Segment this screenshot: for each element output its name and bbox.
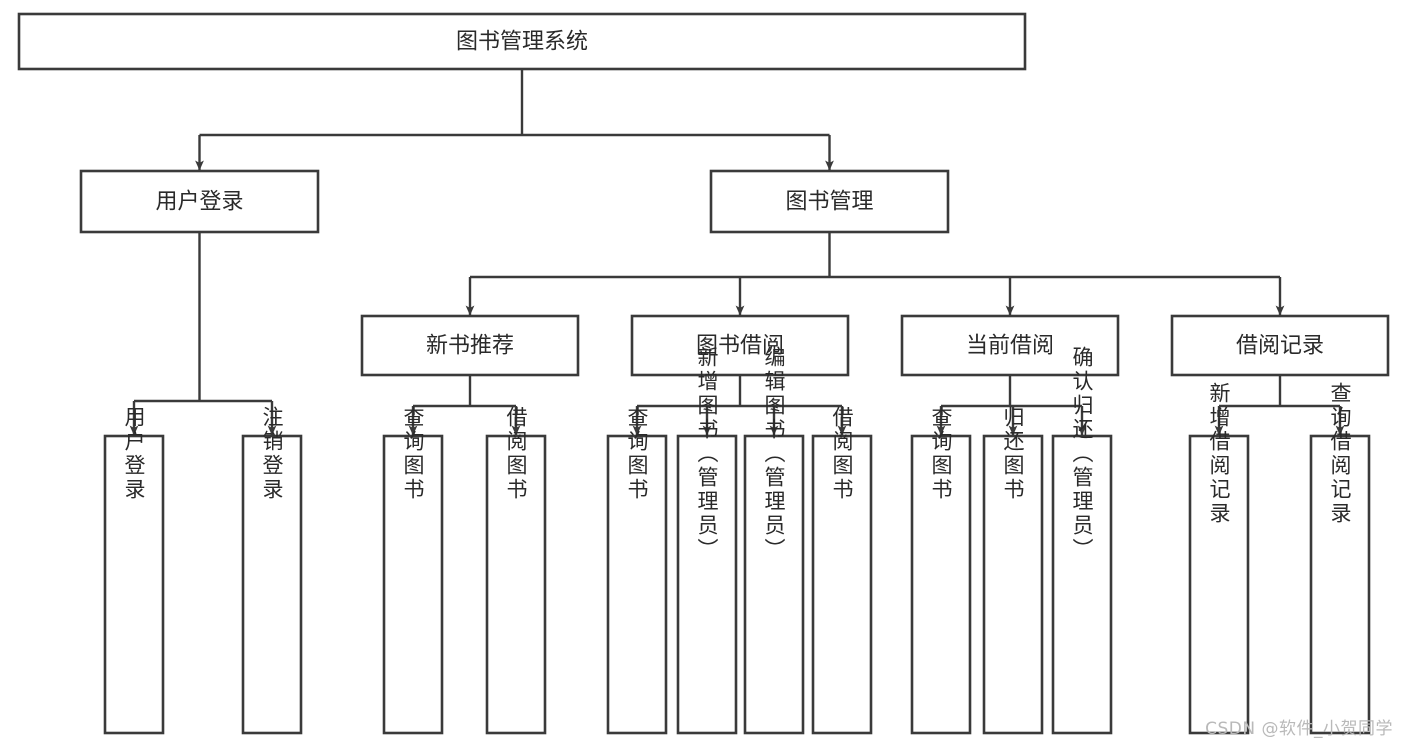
level3-node-label: 新书推荐 xyxy=(426,334,514,359)
level2-node-label: 图书管理 xyxy=(785,190,873,215)
leaf-node-box[interactable] xyxy=(1051,434,1113,735)
root-node-box[interactable] xyxy=(17,12,1027,71)
leaf-node-label: 借阅图书 xyxy=(504,406,528,502)
level3-node-box[interactable] xyxy=(1170,314,1390,377)
level3-node-1[interactable]: 新书推荐 xyxy=(360,314,580,377)
leaf-node-box[interactable] xyxy=(811,434,873,735)
leaf-node-label: 查询图书 xyxy=(929,406,953,502)
level3-node-box[interactable] xyxy=(630,314,850,377)
leaf-node-3[interactable]: 查询图书 xyxy=(382,406,444,735)
leaf-node-box[interactable] xyxy=(1309,434,1371,735)
leaf-node-box[interactable] xyxy=(676,434,738,735)
leaf-node-10[interactable]: 归还图书 xyxy=(982,406,1044,735)
leaf-node-box[interactable] xyxy=(485,434,547,735)
leaf-node-box[interactable] xyxy=(910,434,972,735)
level3-node-label: 当前借阅 xyxy=(966,334,1054,359)
level2-node-1[interactable]: 用户登录 xyxy=(79,169,320,234)
leaf-node-label: 注销登录 xyxy=(260,406,284,502)
level3-node-box[interactable] xyxy=(360,314,580,377)
leaf-node-label: 查询图书 xyxy=(401,406,425,502)
leaf-node-13[interactable]: 查询借阅记录 xyxy=(1309,382,1371,735)
leaf-node-11[interactable]: 确认归还（管理员） xyxy=(1051,346,1113,735)
leaf-node-label: 新增借阅记录 xyxy=(1207,382,1231,526)
level3-node-box[interactable] xyxy=(900,314,1120,377)
leaf-node-label: 查询图书 xyxy=(625,406,649,502)
leaf-node-box[interactable] xyxy=(606,434,668,735)
leaf-node-7[interactable]: 编辑图书（管理员） xyxy=(743,346,805,735)
leaf-node-5[interactable]: 查询图书 xyxy=(606,406,668,735)
leaf-node-label: 借阅图书 xyxy=(830,406,854,502)
node-boxes: 图书管理系统用户登录图书管理新书推荐图书借阅当前借阅借阅记录用户登录注销登录查询… xyxy=(17,12,1390,735)
leaf-node-box[interactable] xyxy=(241,434,303,735)
leaf-node-label: 用户登录 xyxy=(122,406,146,502)
leaf-node-6[interactable]: 新增图书（管理员） xyxy=(676,346,738,735)
level2-node-box[interactable] xyxy=(709,169,950,234)
leaf-node-label: 编辑图书（管理员） xyxy=(762,346,786,562)
root-node-1[interactable]: 图书管理系统 xyxy=(17,12,1027,71)
level2-node-2[interactable]: 图书管理 xyxy=(709,169,950,234)
leaf-node-box[interactable] xyxy=(103,434,165,735)
level3-node-2[interactable]: 图书借阅 xyxy=(630,314,850,377)
leaf-node-box[interactable] xyxy=(1188,434,1250,735)
leaf-node-8[interactable]: 借阅图书 xyxy=(811,406,873,735)
level3-node-4[interactable]: 借阅记录 xyxy=(1170,314,1390,377)
leaf-node-label: 查询借阅记录 xyxy=(1328,382,1352,526)
leaf-node-label: 确认归还（管理员） xyxy=(1070,346,1094,562)
root-node-label: 图书管理系统 xyxy=(456,30,588,55)
level2-node-label: 用户登录 xyxy=(155,190,243,215)
leaf-node-4[interactable]: 借阅图书 xyxy=(485,406,547,735)
level2-node-box[interactable] xyxy=(79,169,320,234)
leaf-node-label: 新增图书（管理员） xyxy=(695,346,719,562)
leaf-node-9[interactable]: 查询图书 xyxy=(910,406,972,735)
leaf-node-1[interactable]: 用户登录 xyxy=(103,406,165,735)
leaf-node-box[interactable] xyxy=(982,434,1044,735)
level3-node-label: 借阅记录 xyxy=(1236,334,1324,359)
leaf-node-label: 归还图书 xyxy=(1001,406,1025,502)
level3-node-3[interactable]: 当前借阅 xyxy=(900,314,1120,377)
leaf-node-12[interactable]: 新增借阅记录 xyxy=(1188,382,1250,735)
leaf-node-box[interactable] xyxy=(743,434,805,735)
watermark-text: CSDN @软件_小贺同学 xyxy=(1205,719,1393,739)
connector-lines xyxy=(129,69,1345,436)
leaf-node-2[interactable]: 注销登录 xyxy=(241,406,303,735)
level3-node-label: 图书借阅 xyxy=(696,334,784,359)
leaf-node-box[interactable] xyxy=(382,434,444,735)
